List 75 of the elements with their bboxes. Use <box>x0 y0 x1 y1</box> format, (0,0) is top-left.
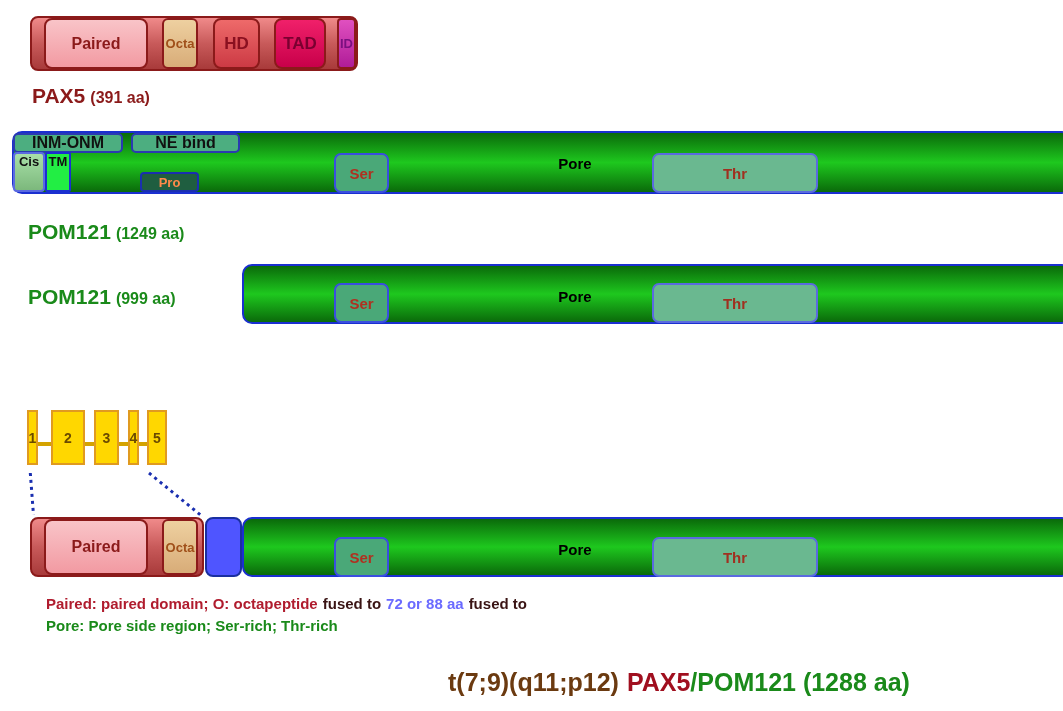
domain-box <box>334 283 389 323</box>
legend-text: Pore: Pore side region; Ser-rich; Thr-rich <box>46 617 338 634</box>
protein-bar <box>30 16 358 71</box>
translocation-label: t(7;9)(q11;p12) <box>448 668 619 696</box>
linker-box <box>205 517 242 577</box>
domain-box <box>162 519 198 575</box>
connector-text: fused to <box>468 595 527 612</box>
domain-label: TM <box>48 154 68 169</box>
protein-name: POM121 <box>28 285 111 308</box>
exon-number: 1 <box>28 429 37 446</box>
domain-label: HD <box>224 33 249 54</box>
domain-box <box>131 133 240 153</box>
domain-label: Thr <box>722 164 748 182</box>
intron-line <box>139 442 147 446</box>
intron-line <box>38 442 51 446</box>
separator: / <box>690 668 698 696</box>
legend-text: Paired: paired domain; O: octapeptide <box>46 595 318 612</box>
region-label: Pore <box>558 287 592 305</box>
domain-box <box>44 519 148 575</box>
domain-label: Ser <box>349 548 374 566</box>
exon-number: 4 <box>129 429 138 446</box>
domain-label: Octa <box>165 36 195 51</box>
domain-box <box>213 18 260 69</box>
domain-label: Cis <box>18 154 40 169</box>
domain-box <box>652 153 818 193</box>
connector-text: fused to <box>322 595 382 612</box>
region-label: Pore <box>558 540 592 558</box>
protein-length: (999 aa) <box>115 290 176 307</box>
domain-label: TAD <box>283 33 317 54</box>
exon-box <box>51 410 85 465</box>
exon-box <box>147 410 167 465</box>
domain-label: NE bind <box>155 134 216 152</box>
domain-box <box>337 18 356 69</box>
exon-box <box>128 410 139 465</box>
domain-label: Thr <box>722 294 748 312</box>
domain-box <box>274 18 326 69</box>
domain-box <box>45 152 71 192</box>
protein-length: (391 aa) <box>90 89 150 106</box>
domain-box <box>334 537 389 577</box>
domain-box <box>13 152 45 192</box>
protein-bar <box>242 264 1063 324</box>
domain-label: INM-ONM <box>32 134 104 152</box>
domain-box <box>652 283 818 323</box>
exon-number: 5 <box>153 429 161 446</box>
domain-label: Paired <box>71 538 121 556</box>
protein-name: POM121 <box>28 220 111 243</box>
protein-length: (1249 aa) <box>115 225 185 242</box>
domain-label: ID <box>340 36 353 51</box>
exon-number: 2 <box>64 429 72 446</box>
gene-name: PAX5 <box>626 668 691 696</box>
linker-length: 72 or 88 aa <box>386 595 464 612</box>
domain-box <box>162 18 198 69</box>
domain-box <box>140 172 199 192</box>
protein-bar <box>12 131 1063 194</box>
domain-label: Ser <box>349 294 374 312</box>
dotted-line <box>148 471 202 517</box>
exon-box <box>94 410 119 465</box>
domain-label: Octa <box>165 539 195 555</box>
exon-number: 3 <box>102 429 111 446</box>
domain-box <box>652 537 818 577</box>
domain-box <box>13 133 123 153</box>
domain-label: Paired <box>71 34 121 53</box>
protein-name: PAX5 <box>32 84 86 107</box>
intron-line <box>119 442 128 446</box>
protein-bar <box>30 517 204 577</box>
region-label: Pore <box>558 154 592 172</box>
domain-box <box>44 18 148 69</box>
domain-label: Ser <box>349 164 374 182</box>
domain-label: Pro <box>158 174 181 190</box>
protein-bar <box>242 517 1063 577</box>
intron-line <box>85 442 94 446</box>
domain-label: Thr <box>722 548 748 566</box>
domain-box <box>334 153 389 193</box>
fusion-protein-label: POM121 (1288 aa) <box>697 668 910 696</box>
exon-box <box>27 410 38 465</box>
